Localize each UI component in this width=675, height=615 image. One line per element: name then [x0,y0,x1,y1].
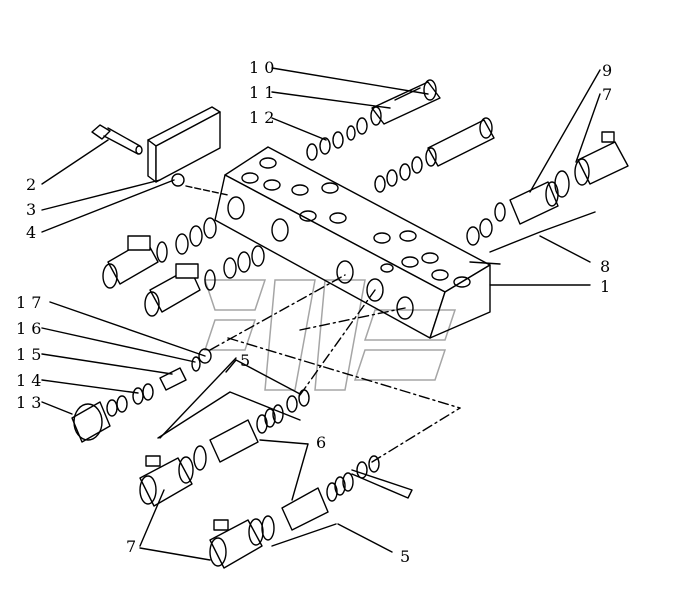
label-13: 1 3 [16,393,41,412]
label-4: 4 [26,223,36,242]
label-1: 1 [600,277,610,296]
solenoid-valve-left-1 [102,217,217,289]
group-brackets [157,211,596,547]
valve-block [214,146,491,339]
coil-bottom-1 [139,455,194,507]
label-7-upper: 7 [602,85,612,104]
label-8: 8 [600,257,610,276]
label-17: 1 7 [16,293,41,312]
label-5-lower: 5 [400,547,410,566]
assembly-axis-lines [209,274,461,463]
cartridge-bottom-1 [193,389,310,471]
o-ring [171,173,185,187]
relief-valve [71,348,212,443]
bolt [91,124,143,155]
label-16: 1 6 [16,319,41,338]
label-11: 1 1 [249,83,274,102]
watermark-logo [203,279,457,391]
coil-bottom-2 [209,518,264,569]
label-10: 1 0 [249,58,274,77]
cartridge-bottom-2 [261,455,380,541]
label-2: 2 [26,175,36,194]
part-labels: 1 0 1 1 1 2 2 3 4 1 7 1 6 1 5 1 4 1 3 5 … [16,58,612,566]
label-7-lower: 7 [126,537,136,556]
label-15: 1 5 [16,345,41,364]
label-12: 1 2 [249,108,274,127]
label-6: 6 [316,433,326,452]
label-3: 3 [26,200,36,219]
solenoid-cartridge-upper-2 [374,117,495,193]
label-14: 1 4 [16,371,41,390]
label-9: 9 [602,61,612,80]
solenoid-valve-left-2 [144,245,265,317]
leader-lines [41,67,601,561]
cover-plate [147,106,221,183]
label-5-upper: 5 [240,351,250,370]
valve-right [466,131,629,246]
